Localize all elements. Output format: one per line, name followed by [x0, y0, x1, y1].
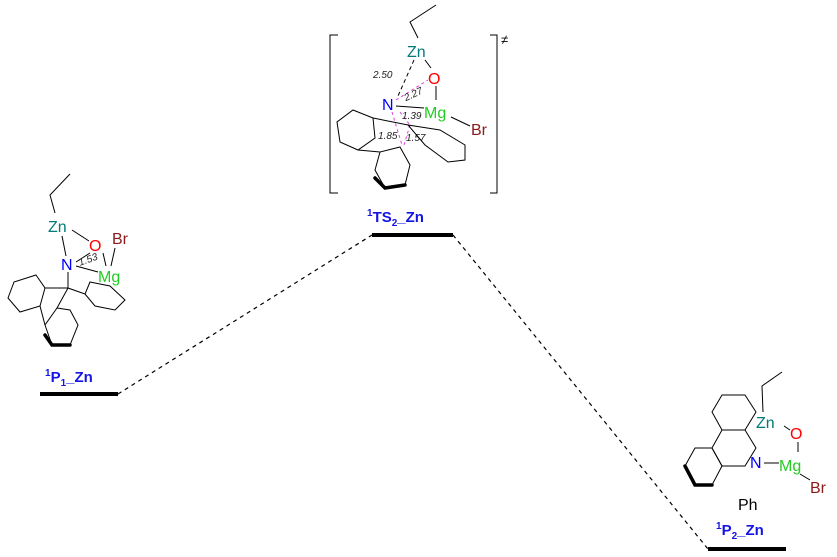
bond-line [395, 105, 425, 109]
bond-line [56, 287, 69, 309]
ring [84, 281, 126, 311]
distance-label: 2.50 [372, 70, 393, 81]
structure-p2: Zn O N Mg Br Ph [683, 371, 827, 514]
label-ts2: 1TS2_Zn [367, 208, 424, 229]
structure-ts2: ≠ Zn O N Mg Br 2.50 2.27 1.39 1.85 1.57 [329, 4, 508, 194]
atom-zn: Zn [407, 44, 426, 61]
ts-symbol: ≠ [501, 32, 508, 47]
bracket-right [490, 34, 498, 194]
ring [7, 274, 46, 313]
ring [711, 394, 757, 431]
ring [406, 124, 466, 163]
distance-label: 2.27 [402, 86, 426, 105]
bond-line [39, 305, 46, 326]
bond-line [761, 371, 783, 413]
bond-line [110, 247, 116, 267]
bond-line [783, 425, 791, 431]
structure-p1: Zn O Br N Mg 1.53 [7, 173, 129, 347]
atom-zn: Zn [48, 219, 67, 236]
bond-line [409, 4, 437, 39]
bond-line [683, 464, 714, 487]
atom-o: O [89, 238, 101, 255]
atom-br: Br [471, 122, 488, 139]
connector-ts2-p2 [452, 234, 709, 550]
atom-mg: Mg [424, 105, 446, 122]
distance-label: 1.39 [402, 111, 422, 122]
distance-label: 1.85 [378, 131, 398, 142]
bond-line [373, 176, 407, 190]
atom-n: N [61, 257, 73, 274]
atom-mg: Mg [779, 458, 801, 475]
ring [336, 109, 376, 151]
bond-line [75, 252, 91, 263]
bond-line [399, 111, 411, 126]
atom-ph: Ph [738, 497, 758, 514]
bond-line [75, 265, 99, 273]
atom-o: O [428, 71, 440, 88]
atom-n: N [750, 455, 762, 472]
atom-n: N [382, 97, 394, 114]
atom-zn: Zn [756, 415, 775, 432]
connector-p1-ts2 [117, 234, 373, 395]
distance-label: 1.57 [406, 133, 426, 144]
bond-line [357, 149, 381, 153]
bond-line [43, 333, 72, 347]
bond-line [49, 173, 71, 214]
bond-line [450, 116, 471, 127]
label-p1: 1P1_Zn [45, 368, 93, 389]
atom-mg: Mg [98, 269, 120, 286]
bond-line [372, 117, 409, 126]
bracket-left [329, 34, 338, 194]
distance-label: 1.53 [77, 252, 99, 269]
atom-br: Br [112, 231, 129, 248]
atom-br: Br [810, 480, 827, 497]
bond-line [799, 473, 811, 481]
bond-line [102, 252, 107, 267]
atom-o: O [790, 426, 802, 443]
bond-line [61, 235, 67, 257]
bond-line [395, 79, 429, 101]
bond-line [424, 59, 432, 69]
label-p2: 1P2_Zn [716, 521, 764, 542]
bond-line [71, 229, 90, 242]
bond-line [67, 287, 86, 295]
